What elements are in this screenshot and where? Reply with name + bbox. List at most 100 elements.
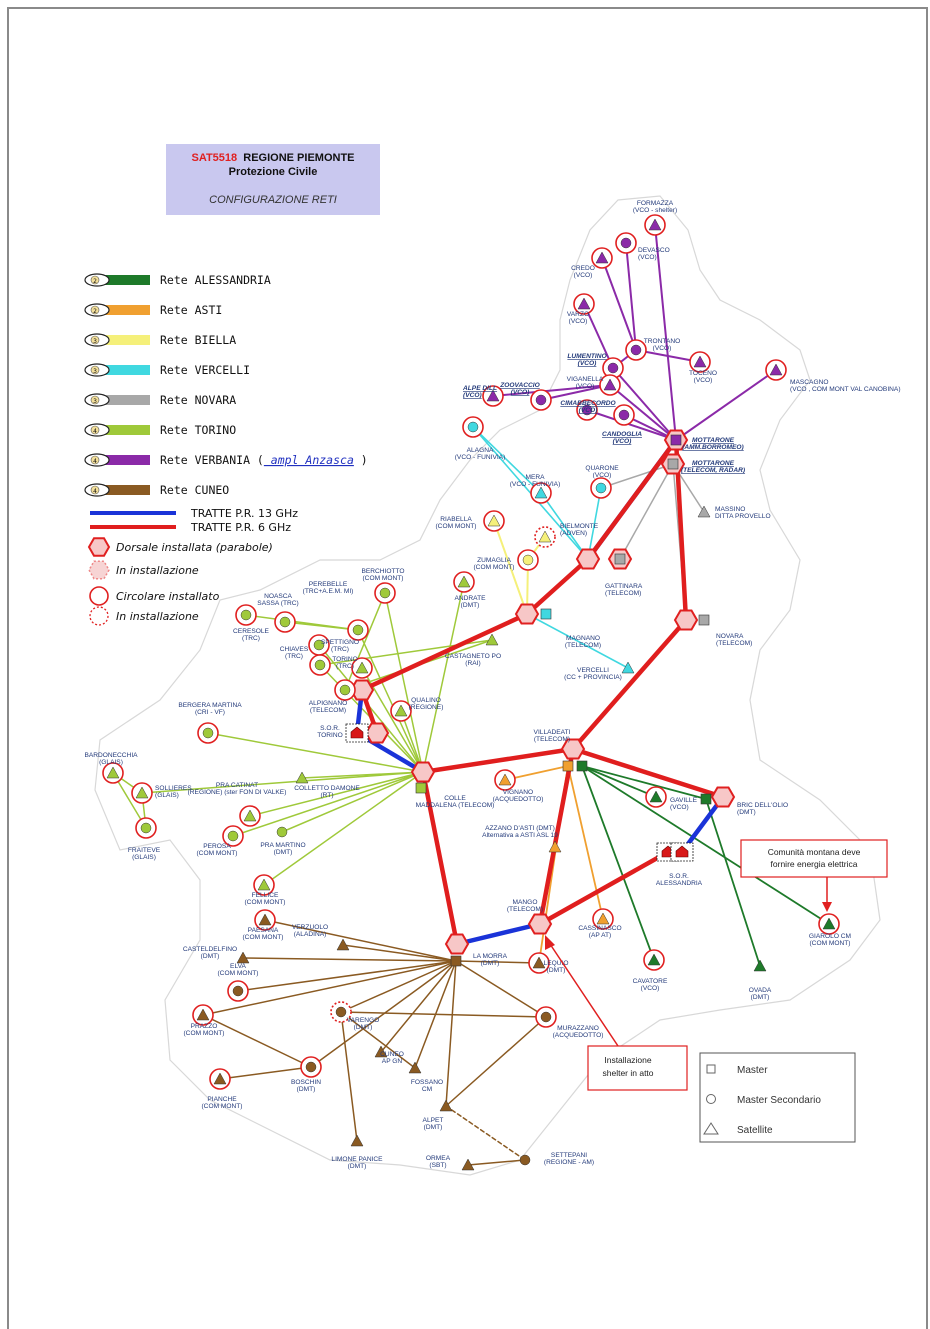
node-sub: (VCO , COM MONT VAL CANOBINA): [790, 386, 901, 393]
node-name: CASSINASCO: [578, 925, 621, 932]
node-name: PIANCHE: [207, 1096, 237, 1103]
backbone-hex: [575, 548, 601, 570]
network-links: [112, 224, 830, 1166]
node-name: S.O.R.: [669, 873, 689, 880]
node-name: TRONTANO: [644, 338, 681, 345]
secondary-marker: [620, 237, 632, 249]
node-sub: (VCO): [574, 272, 593, 279]
node-name: NOVARA: [716, 633, 744, 640]
node-label: CASTELDELFINO(DMT): [183, 946, 237, 960]
node-label: PRAZZO(COM MONT): [183, 1023, 224, 1037]
node-name: VIGNANO: [503, 789, 533, 796]
legend-swatch: [100, 305, 150, 315]
satellite-marker: [295, 771, 309, 784]
node-name: CREDO: [571, 265, 595, 272]
satellite-marker: [355, 661, 369, 674]
legend-badge-dot: [90, 335, 100, 345]
node-name: AZZANO D'ASTI (DMT): [485, 825, 555, 832]
master-marker: [698, 614, 710, 626]
satellite-marker: [485, 633, 499, 646]
link-cuneo: [219, 1066, 312, 1080]
link-cuneo: [445, 1016, 547, 1107]
secondary-marker: [607, 362, 619, 374]
node-label: FORMAZZA(VCO - shelter): [633, 200, 677, 214]
node-sub: (VCO): [593, 472, 612, 479]
node-sub: (COM MONT): [473, 564, 514, 571]
node-label: CHIAVES(TRC): [280, 646, 309, 660]
node-label: BOSCHIN(DMT): [291, 1079, 321, 1093]
node-sub: (TELECOM): [605, 590, 641, 597]
satellite-marker: [135, 786, 149, 799]
node-label: LEQUIO(DMT): [544, 960, 569, 974]
node-sub: (VCO - shelter): [633, 207, 677, 214]
link-verbania: [601, 257, 637, 351]
secondary-marker: [618, 409, 630, 421]
secondary-marker: [227, 830, 239, 842]
link-cuneo: [340, 1011, 547, 1018]
link-torino: [357, 629, 424, 773]
legend-number: 3: [93, 338, 97, 345]
node-label: GATTINARA(TELECOM): [605, 583, 643, 597]
node-sub: (VCO): [578, 360, 597, 367]
node-sub: (DMT): [274, 849, 293, 856]
satellite-marker: [258, 913, 272, 926]
node-name: SETTEPANI: [551, 1152, 587, 1159]
node-name: MURAZZANO: [557, 1025, 599, 1032]
legend-number: 2: [93, 278, 97, 285]
node-sub: (TELECOM): [534, 736, 570, 743]
legend-badge-dot: [90, 425, 100, 435]
master-marker: [576, 760, 588, 772]
satellite-marker: [822, 917, 836, 930]
backbone-hex: [560, 738, 586, 760]
satellite-marker: [648, 218, 662, 231]
node-name: SPETTIGNO: [321, 639, 359, 646]
satellite-marker: [753, 959, 767, 972]
node-sub: (TELECOM): [310, 707, 346, 714]
node-name: FRAITEVE: [128, 847, 161, 854]
link-torino: [232, 771, 424, 837]
legend-link-label: TRATTE P.R. 6 GHz: [190, 521, 291, 534]
legend-number: 3: [93, 398, 97, 405]
secondary-marker: [202, 727, 214, 739]
link-6ghz: [570, 746, 726, 800]
link-torino: [207, 732, 424, 773]
link-verbania: [675, 369, 777, 441]
legend-swatch: [100, 275, 150, 285]
link-cuneo: [342, 944, 457, 962]
secondary-marker: [522, 554, 534, 566]
legend-link-item: TRATTE P.R. 6 GHz: [90, 521, 291, 534]
node-sub: (VCO): [569, 318, 588, 325]
node-name: VIGANELLA: [567, 376, 604, 383]
legend-badge-dot: [90, 275, 100, 285]
link-verbania: [654, 224, 677, 441]
node-name: BERGERA MARTINA: [178, 702, 242, 709]
node-name: ALAGNA: [467, 447, 494, 454]
satellite-marker: [769, 363, 783, 376]
node-name: ALPE DILL: [462, 385, 497, 392]
satellite-marker: [408, 1061, 422, 1074]
node-sub: TORINO: [317, 732, 343, 739]
legend-swatch: [100, 365, 150, 375]
legend-label: Rete CUNEO: [160, 483, 229, 497]
note-community-line: Comunità montana deve: [768, 847, 861, 857]
node-sub: (DMT): [354, 1024, 373, 1031]
node-label: CASSINASCO(AP AT): [578, 925, 621, 939]
circle-icon: [706, 1094, 716, 1104]
node-label: LUMENTINO(VCO): [567, 353, 607, 367]
node-sub: (DMT): [547, 967, 566, 974]
node-label: VILLADEATI(TELECOM): [534, 729, 571, 743]
node-sub: (AP AT): [589, 932, 611, 939]
node-sub: (SBT): [429, 1162, 446, 1169]
link-cuneo: [310, 960, 457, 1068]
legend-swatch: [100, 455, 150, 465]
link-6ghz: [570, 617, 689, 752]
legend-symbol-item: Circolare installato: [89, 586, 220, 606]
link-torino: [263, 771, 424, 886]
node-label: ELVA(COM MONT): [217, 963, 258, 977]
